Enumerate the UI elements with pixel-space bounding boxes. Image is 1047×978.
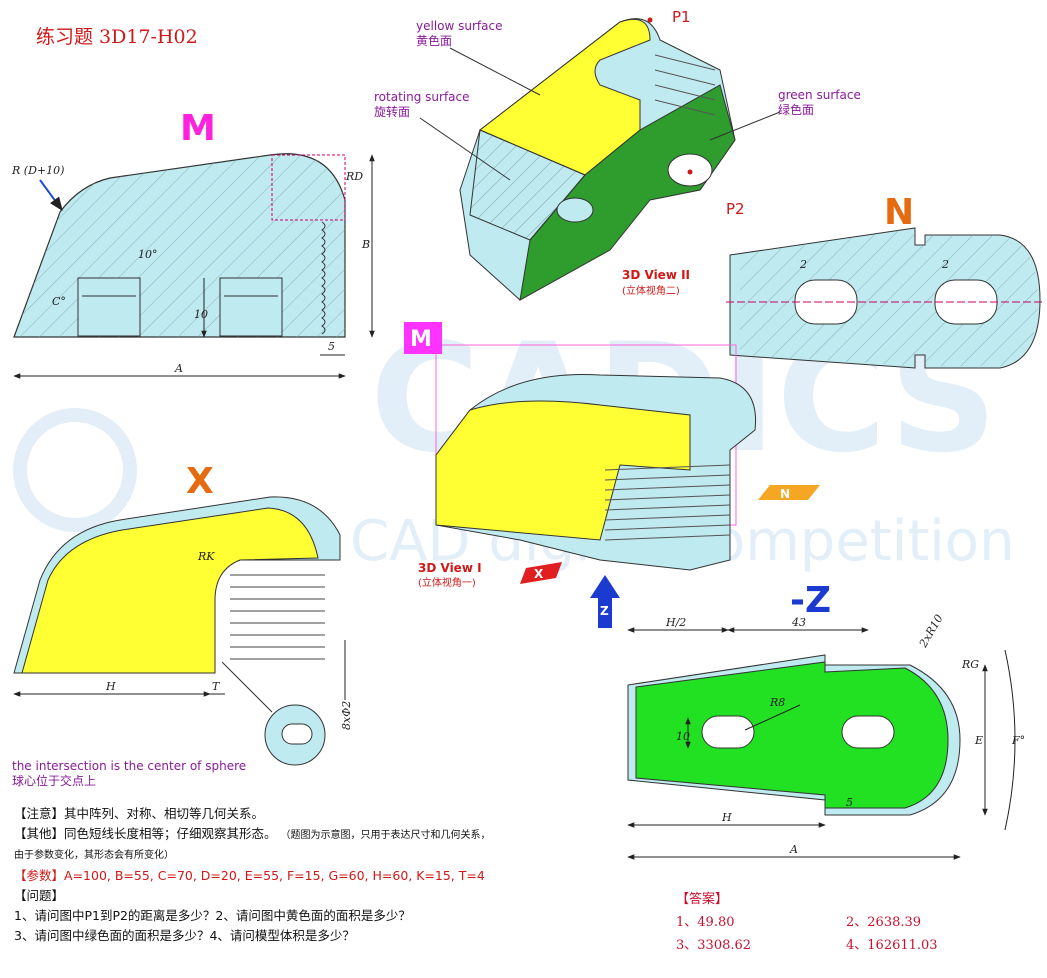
iso-m-label: M [410,327,432,352]
p1-label: P1 [672,8,691,26]
view-z-slot-left [701,715,755,749]
view-x-label: X [186,461,214,502]
dim-r8: R8 [769,696,785,709]
dim-8-phi2: 8xΦ2 [340,701,353,730]
question-label: 【问题】 [14,888,65,903]
other-small: （题图为示意图，只用于表达尺寸和几何关系， [280,830,491,841]
p1-point [647,17,653,23]
iso-n-badge [758,485,820,500]
dim-10-m: 10 [194,308,208,321]
dim-c-deg: C° [52,295,66,308]
param-text: A=100, B=55, C=70, D=20, E=55, F=15, G=6… [64,868,485,883]
view-m-label: M [180,108,216,149]
dim-h-x: H [105,680,116,693]
iso-z-label: Z [600,604,609,618]
notes-block: 【注意】其中阵列、对称、相切等几何关系。 【其他】同色短线长度相等；仔细观察其形… [14,804,734,946]
other-small-2: 由于参数变化，其形态会有所变化） [14,850,174,861]
view-n-slot-right [934,279,998,325]
yellow-surface [479,18,651,176]
page-title: 练习题 3D17-H02 [36,26,198,48]
dim-5-m: 5 [328,340,335,353]
other-row: 【其他】同色短线长度相等；仔细观察其形态。 （题图为示意图，只用于表达尺寸和几何… [14,824,734,846]
answers-label: 【答案】 [676,892,729,907]
view-3d-1: M N X Z 3D View I (立体视角一) [404,322,820,628]
iso-x-badge [520,562,562,584]
view-3d-1-label: 3D View I [418,561,482,575]
dim-rk: RK [197,550,215,563]
dim-t: T [212,680,221,693]
dim-rg: RG [961,658,979,671]
callout-rotating-en: rotating surface [374,90,470,104]
view-x-section: X H T RK 8xΦ2 the intersection is the ce… [12,461,353,788]
view-3d-1-sub: (立体视角一) [418,576,476,589]
other-text: 同色短线长度相等；仔细观察其形态。 [64,826,277,841]
iso-n-label: N [780,487,790,501]
dim-2-n-left: 2 [799,258,807,271]
iso-x-label: X [534,567,544,581]
note-label: 【注意】 [14,806,65,821]
dim-2xr10: 2xR10 [916,612,946,650]
dim-2-n-right: 2 [941,258,949,271]
view-x-yellow [21,507,319,674]
answer-1: 1、49.80 [676,915,735,930]
view-n-label: N [884,192,914,233]
callout-green-cn: 绿色面 [778,102,814,117]
param-row: 【参数】A=100, B=55, C=70, D=20, E=55, F=15,… [14,866,734,886]
callout-yellow-cn: 黄色面 [416,34,452,48]
answer-3: 3、3308.62 [676,938,752,953]
answer-4: 4、162611.03 [846,938,938,953]
view-m-aux-box [271,154,346,221]
dim-5-z: 5 [846,796,853,809]
view-m-slot-left [77,277,141,337]
dim-10-z: 10 [676,730,690,743]
view-z-label: -Z [790,580,831,621]
dim-h-half: H/2 [665,616,686,629]
answer-2: 2、2638.39 [846,915,922,930]
dim-f-deg: F° [1011,734,1025,747]
answers-block: 【答案】 1、49.80 2、2638.39 3、3308.62 4、162611.… [676,888,1036,957]
dim-b: B [361,238,370,251]
view-3d-2-label: 3D View II [622,268,690,282]
view-z-green [635,661,949,809]
other-label: 【其他】 [14,826,65,841]
dim-43: 43 [791,616,806,629]
view-3d-2: yellow surface 黄色面 rotating surface 旋转面 … [374,8,861,301]
param-label: 【参数】 [14,868,65,883]
p2-point [687,169,693,175]
dim-a-z: A [789,843,798,856]
callout-yellow-en: yellow surface [416,19,502,33]
note-row: 【注意】其中阵列、对称、相切等几何关系。 [14,804,734,824]
callout-sphere-en: the intersection is the center of sphere [12,759,246,773]
p2-label: P2 [726,200,745,218]
iso-z-arrow [590,575,620,628]
question-2: 3、请问图中绿色面的面积是多少？4、请问模型体积是多少？ [14,928,355,943]
dim-e: E [974,734,983,747]
note-text: 其中阵列、对称、相切等几何关系。 [64,806,265,821]
dim-10deg: 10° [138,248,158,261]
view-n-section: N 2 2 [726,192,1044,369]
callout-rotating-cn: 旋转面 [374,104,410,119]
view-m-slot-right [219,277,283,337]
view-z-slot-right [841,715,895,749]
dim-rd: RD [345,170,363,183]
view-m-section: M A B 5 10 10° C° R (D+10) RD [11,108,375,379]
dim-r-d10: R (D+10) [11,164,64,177]
callout-green-en: green surface [778,88,861,102]
iso-m-badge [404,322,442,354]
green-surface [519,84,736,301]
view-3d-2-sub: (立体视角二) [622,284,680,297]
dim-a-m: A [174,362,183,375]
callout-sphere-cn: 球心位于交点上 [12,773,96,788]
rotating-surface [469,129,586,241]
question-1: 1、请问图中P1到P2的距离是多少？2、请问图中黄色面的面积是多少？ [14,908,411,923]
dim-h-z: H [721,811,732,824]
